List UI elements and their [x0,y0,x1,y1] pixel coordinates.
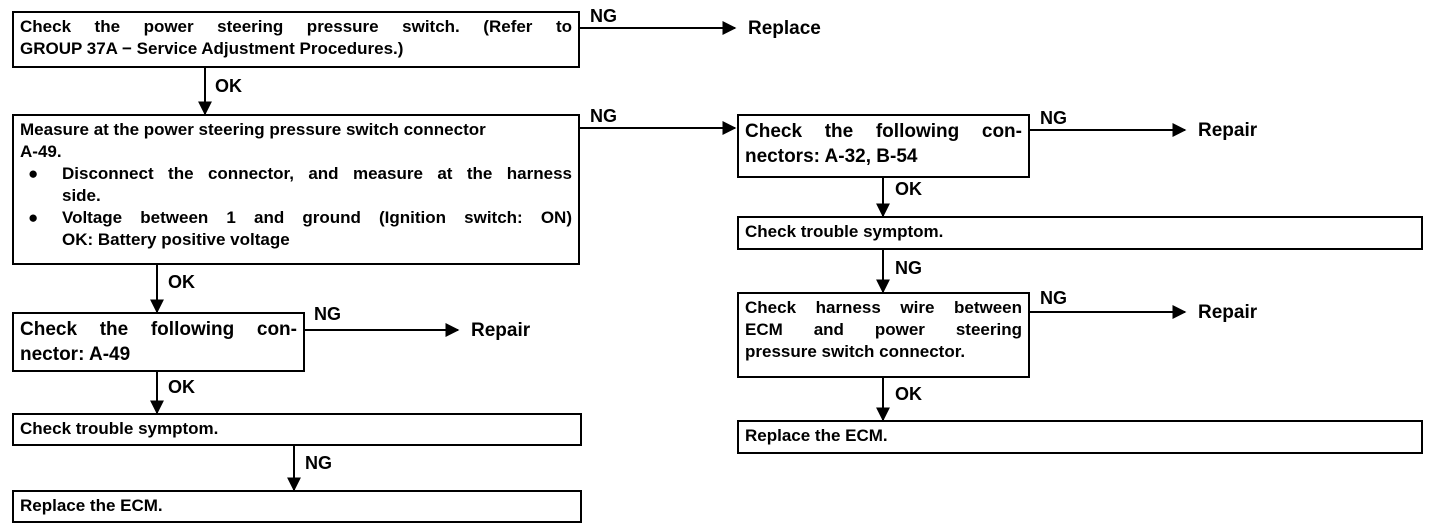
result-repair-a32: Repair [1198,120,1258,141]
box-replace-ecm-left: Replace the ECM. [12,490,582,523]
bullet-icon: ● [28,208,39,227]
label-ok-2: OK [168,272,195,292]
box-measure-line-1: Measure at the power steering pressure s… [20,120,486,139]
box-check-connector-a49-line-2: nector: A-49 [20,344,131,365]
result-repair-a49: Repair [471,320,531,341]
label-ok-1: OK [215,76,242,96]
box-measure-bullet-2-line-1: Voltage between 1 and ground (Ignition s… [62,208,572,227]
box-measure-line-2: A-49. [20,142,62,161]
box-check-pressure-switch: Check the power steering pressure switch… [12,11,580,68]
box-measure-bullet-1: ● Disconnect the connector, and measure … [20,163,572,207]
label-ok-5: OK [895,179,922,199]
result-repair-harness: Repair [1198,302,1258,323]
box-check-trouble-symptom-left-text: Check trouble symptom. [20,419,219,438]
label-ng-harness: NG [1040,288,1067,308]
box-check-connector-a49-line-1: Check the following con- [20,319,297,340]
box-measure-bullet-1-line-2: side. [62,186,101,205]
box-replace-ecm-right: Replace the ECM. [737,420,1423,454]
box-check-pressure-switch-line-1: Check the power steering pressure switch… [20,17,572,36]
box-measure-connector: Measure at the power steering pressure s… [12,114,580,265]
box-check-trouble-symptom-right-text: Check trouble symptom. [745,222,944,241]
box-measure-ok-label: OK: [62,230,94,249]
box-check-connectors-a32-b54: Check the following con- nectors: A-32, … [737,114,1030,178]
label-ng-measure: NG [590,106,617,126]
label-ng-4: NG [305,453,332,473]
box-check-trouble-symptom-right: Check trouble symptom. [737,216,1423,250]
box-measure-bullet-2: ● Voltage between 1 and ground (Ignition… [20,207,572,251]
label-ok-7: OK [895,384,922,404]
label-ng-a49: NG [314,304,341,324]
box-check-connectors-a32-line-1: Check the following con- [745,121,1022,142]
box-check-trouble-symptom-left: Check trouble symptom. [12,413,582,446]
box-check-connector-a49: Check the following con- nector: A-49 [12,312,305,372]
box-check-harness-line-1: Check harness wire between [745,298,1022,317]
box-replace-ecm-right-text: Replace the ECM. [745,426,888,445]
box-check-harness-line-2: ECM and power steering [745,320,1022,339]
box-measure-bullet-1-line-1: Disconnect the connector, and measure at… [62,164,572,183]
bullet-icon: ● [28,164,39,183]
box-check-pressure-switch-line-2: GROUP 37A − Service Adjustment Procedure… [20,39,404,58]
label-ng-top: NG [590,6,617,26]
result-replace: Replace [748,18,821,39]
box-replace-ecm-left-text: Replace the ECM. [20,496,163,515]
label-ng-6: NG [895,258,922,278]
box-check-harness-wire: Check harness wire between ECM and power… [737,292,1030,378]
box-measure-ok-value: Battery positive voltage [97,230,290,249]
box-check-connectors-a32-line-2: nectors: A-32, B-54 [745,146,918,167]
box-check-harness-line-3: pressure switch connector. [745,342,966,361]
label-ng-a32: NG [1040,108,1067,128]
box-measure-ok-line: OK: Battery positive voltage [62,229,572,251]
label-ok-3: OK [168,377,195,397]
